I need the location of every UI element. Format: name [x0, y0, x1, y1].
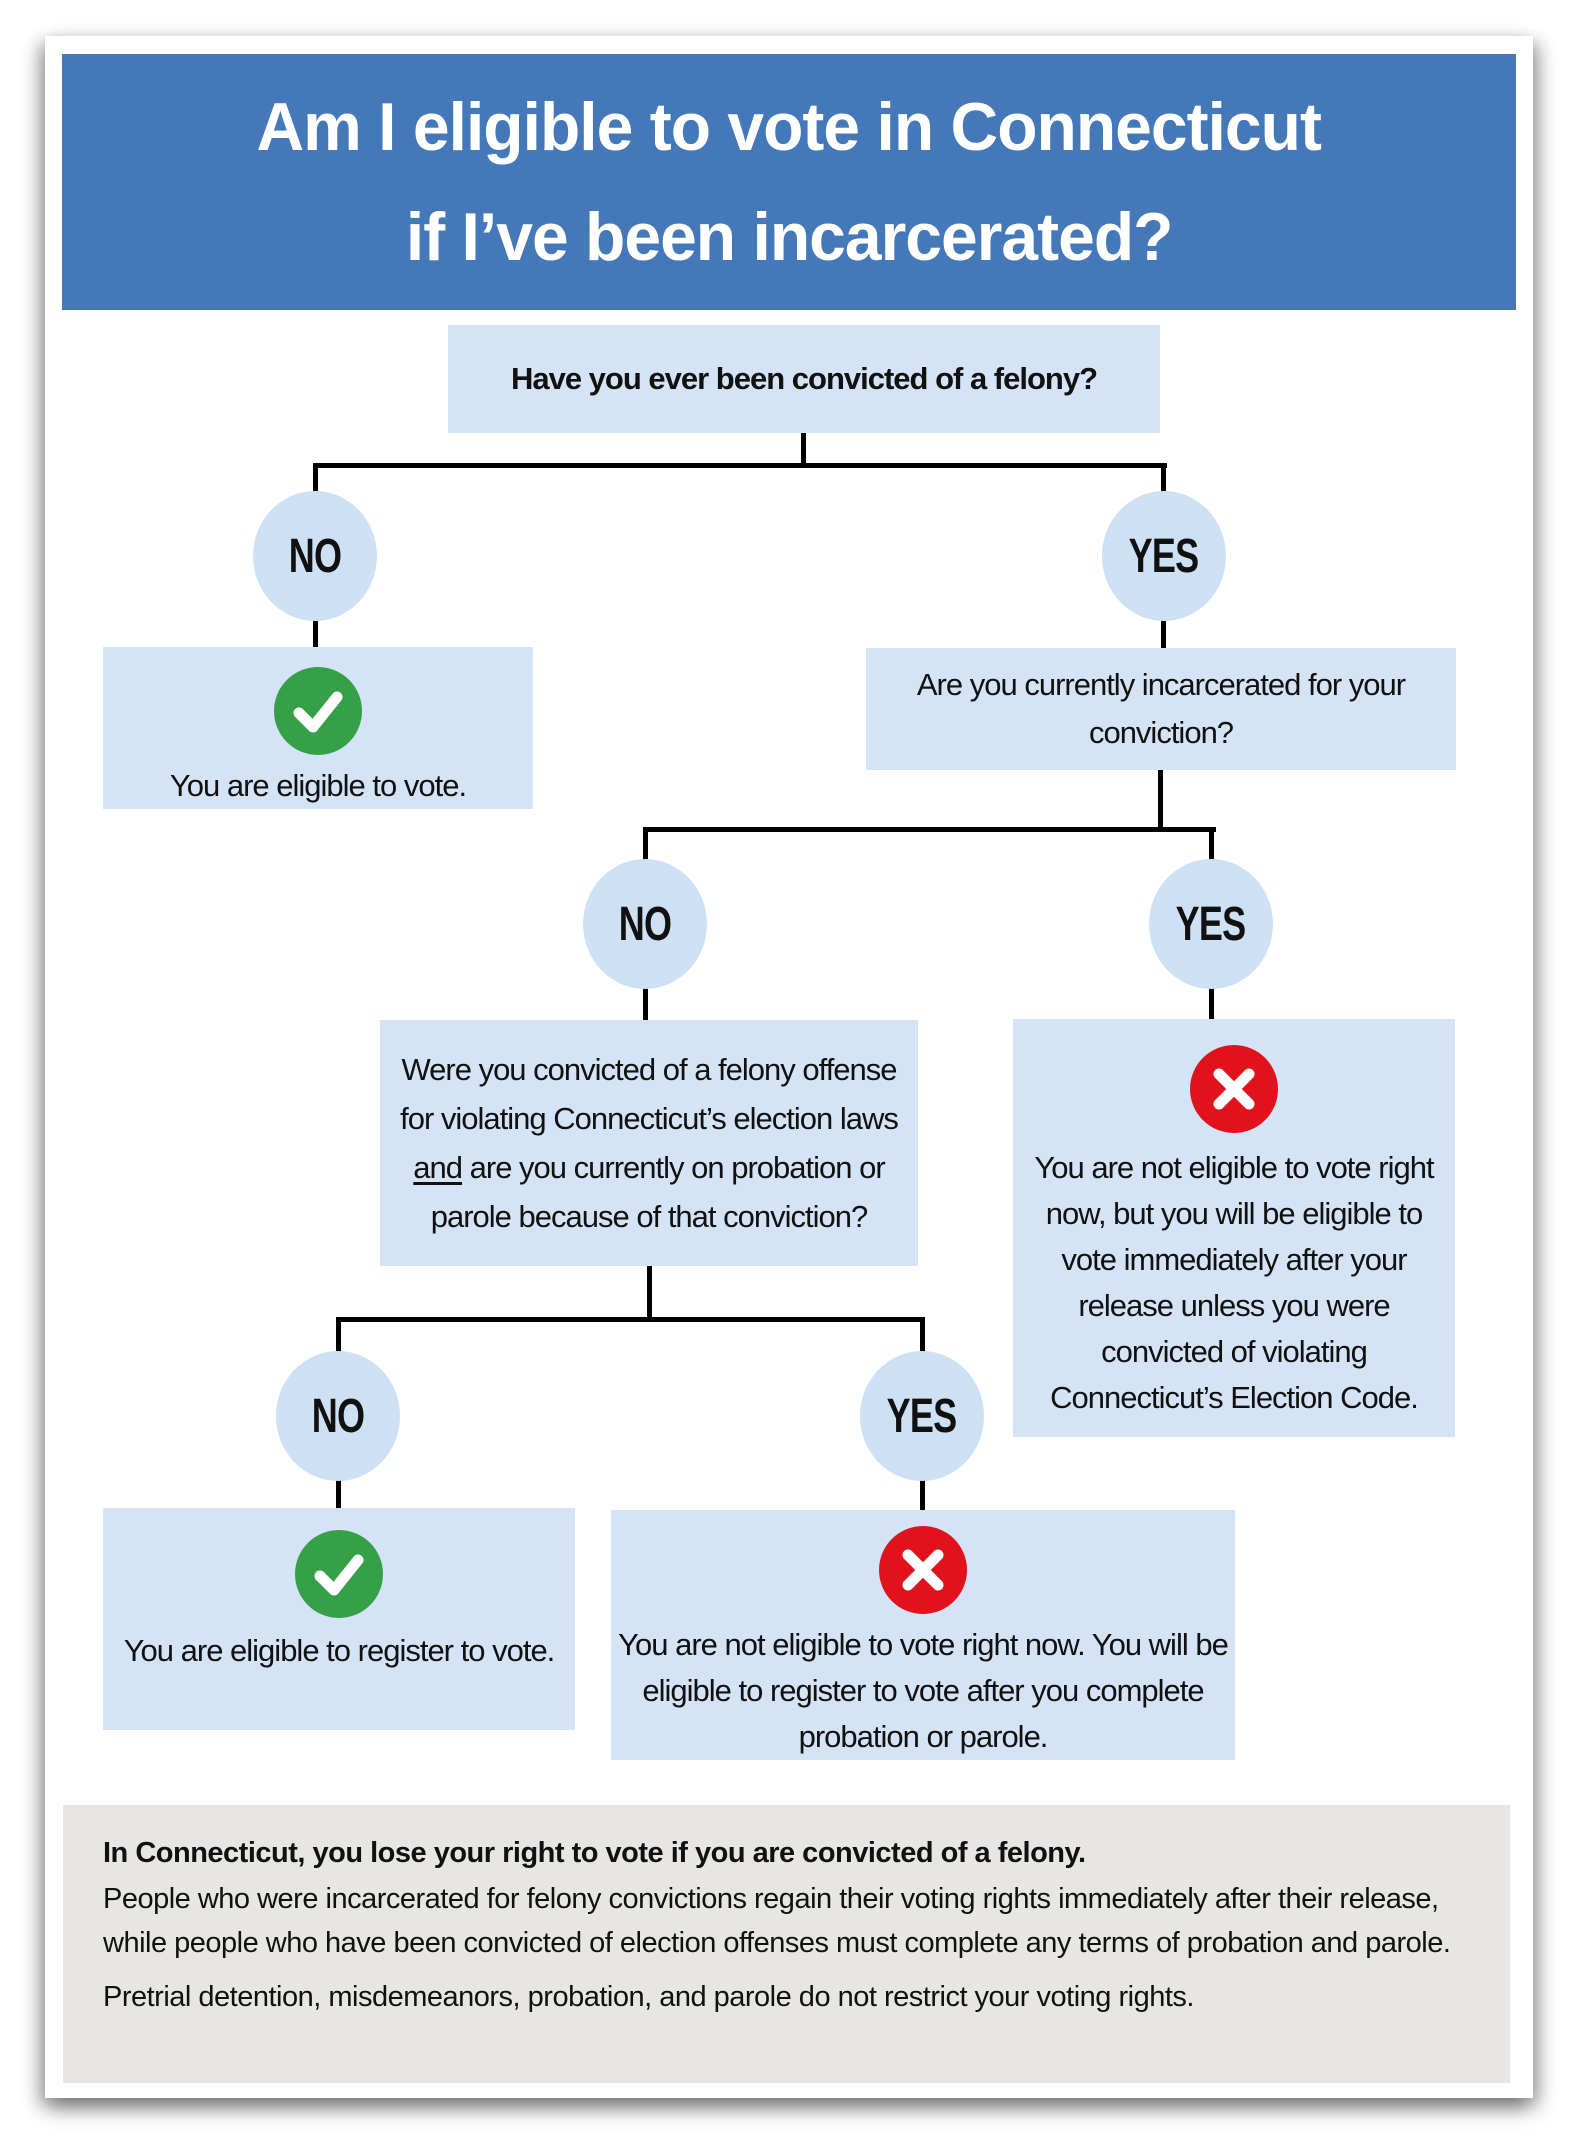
check-icon — [274, 667, 362, 755]
page-title-line2: if I’ve been incarcerated? — [405, 199, 1174, 275]
yes-label: YES — [887, 1389, 958, 1443]
footer-note: In Connecticut, you lose your right to v… — [63, 1805, 1510, 2083]
connector-line — [920, 1317, 925, 1355]
underlined-and: and — [413, 1150, 463, 1185]
question-text: Were you convicted of a felony offense f… — [380, 1045, 918, 1241]
result-box-register: You are eligible to register to vote. — [103, 1508, 575, 1730]
connector-line — [336, 1317, 925, 1322]
yes-label: YES — [1176, 897, 1247, 951]
title-banner: Am I eligible to vote in Connecticut if … — [62, 54, 1516, 310]
no-label: NO — [618, 897, 672, 951]
cross-icon — [879, 1526, 967, 1614]
branch3-yes-node: YES — [860, 1351, 984, 1481]
result-text: You are not eligible to vote right now, … — [1034, 1150, 1434, 1415]
footer-paragraph-1: People who were incarcerated for felony … — [103, 1883, 1451, 1959]
branch1-yes-node: YES — [1102, 491, 1226, 621]
branch3-no-node: NO — [276, 1351, 400, 1481]
yes-label: YES — [1129, 529, 1200, 583]
result-box-eligible: You are eligible to vote. — [103, 647, 533, 809]
connector-line — [1161, 616, 1166, 652]
connector-line — [1209, 827, 1214, 863]
connector-line — [313, 463, 1167, 468]
question-text-before: Were you convicted of a felony offense f… — [400, 1052, 899, 1136]
question-text: Have you ever been convicted of a felony… — [510, 361, 1098, 396]
check-icon — [295, 1530, 383, 1618]
connector-line — [1209, 984, 1214, 1022]
footer-headline: In Connecticut, you lose your right to v… — [103, 1837, 1086, 1869]
branch2-yes-node: YES — [1149, 859, 1273, 989]
connector-line — [313, 463, 318, 496]
result-box-after-probation: You are not eligible to vote right now. … — [611, 1510, 1235, 1760]
connector-line — [647, 1261, 652, 1322]
connector-line — [801, 433, 806, 468]
question-box-incarcerated: Are you currently incarcerated for your … — [866, 648, 1456, 770]
connector-line — [1161, 463, 1166, 496]
result-text: You are eligible to register to vote. — [123, 1633, 556, 1668]
connector-line — [643, 827, 1216, 832]
branch1-no-node: NO — [253, 491, 377, 621]
connector-line — [643, 827, 648, 863]
connector-line — [336, 1476, 341, 1510]
connector-line — [336, 1317, 341, 1355]
result-box-not-eligible-incarcerated: You are not eligible to vote right now, … — [1013, 1019, 1455, 1437]
result-text: You are not eligible to vote right now. … — [618, 1627, 1229, 1754]
connector-line — [920, 1476, 925, 1512]
footer-paragraph-2: Pretrial detention, misdemeanors, probat… — [103, 1981, 1194, 2013]
question-text: Are you currently incarcerated for your … — [916, 667, 1406, 750]
connector-line — [313, 616, 318, 651]
connector-line — [643, 984, 648, 1024]
no-label: NO — [288, 529, 342, 583]
question-box-election-laws: Were you convicted of a felony offense f… — [380, 1020, 918, 1266]
question-text-after: are you currently on probation or parole… — [430, 1150, 886, 1234]
connector-line — [1158, 768, 1163, 832]
branch2-no-node: NO — [583, 859, 707, 989]
page-title-line1: Am I eligible to vote in Connecticut — [256, 89, 1322, 165]
no-label: NO — [311, 1389, 365, 1443]
cross-icon — [1190, 1045, 1278, 1133]
question-box-felony: Have you ever been convicted of a felony… — [448, 325, 1160, 433]
result-text: You are eligible to vote. — [169, 768, 467, 803]
